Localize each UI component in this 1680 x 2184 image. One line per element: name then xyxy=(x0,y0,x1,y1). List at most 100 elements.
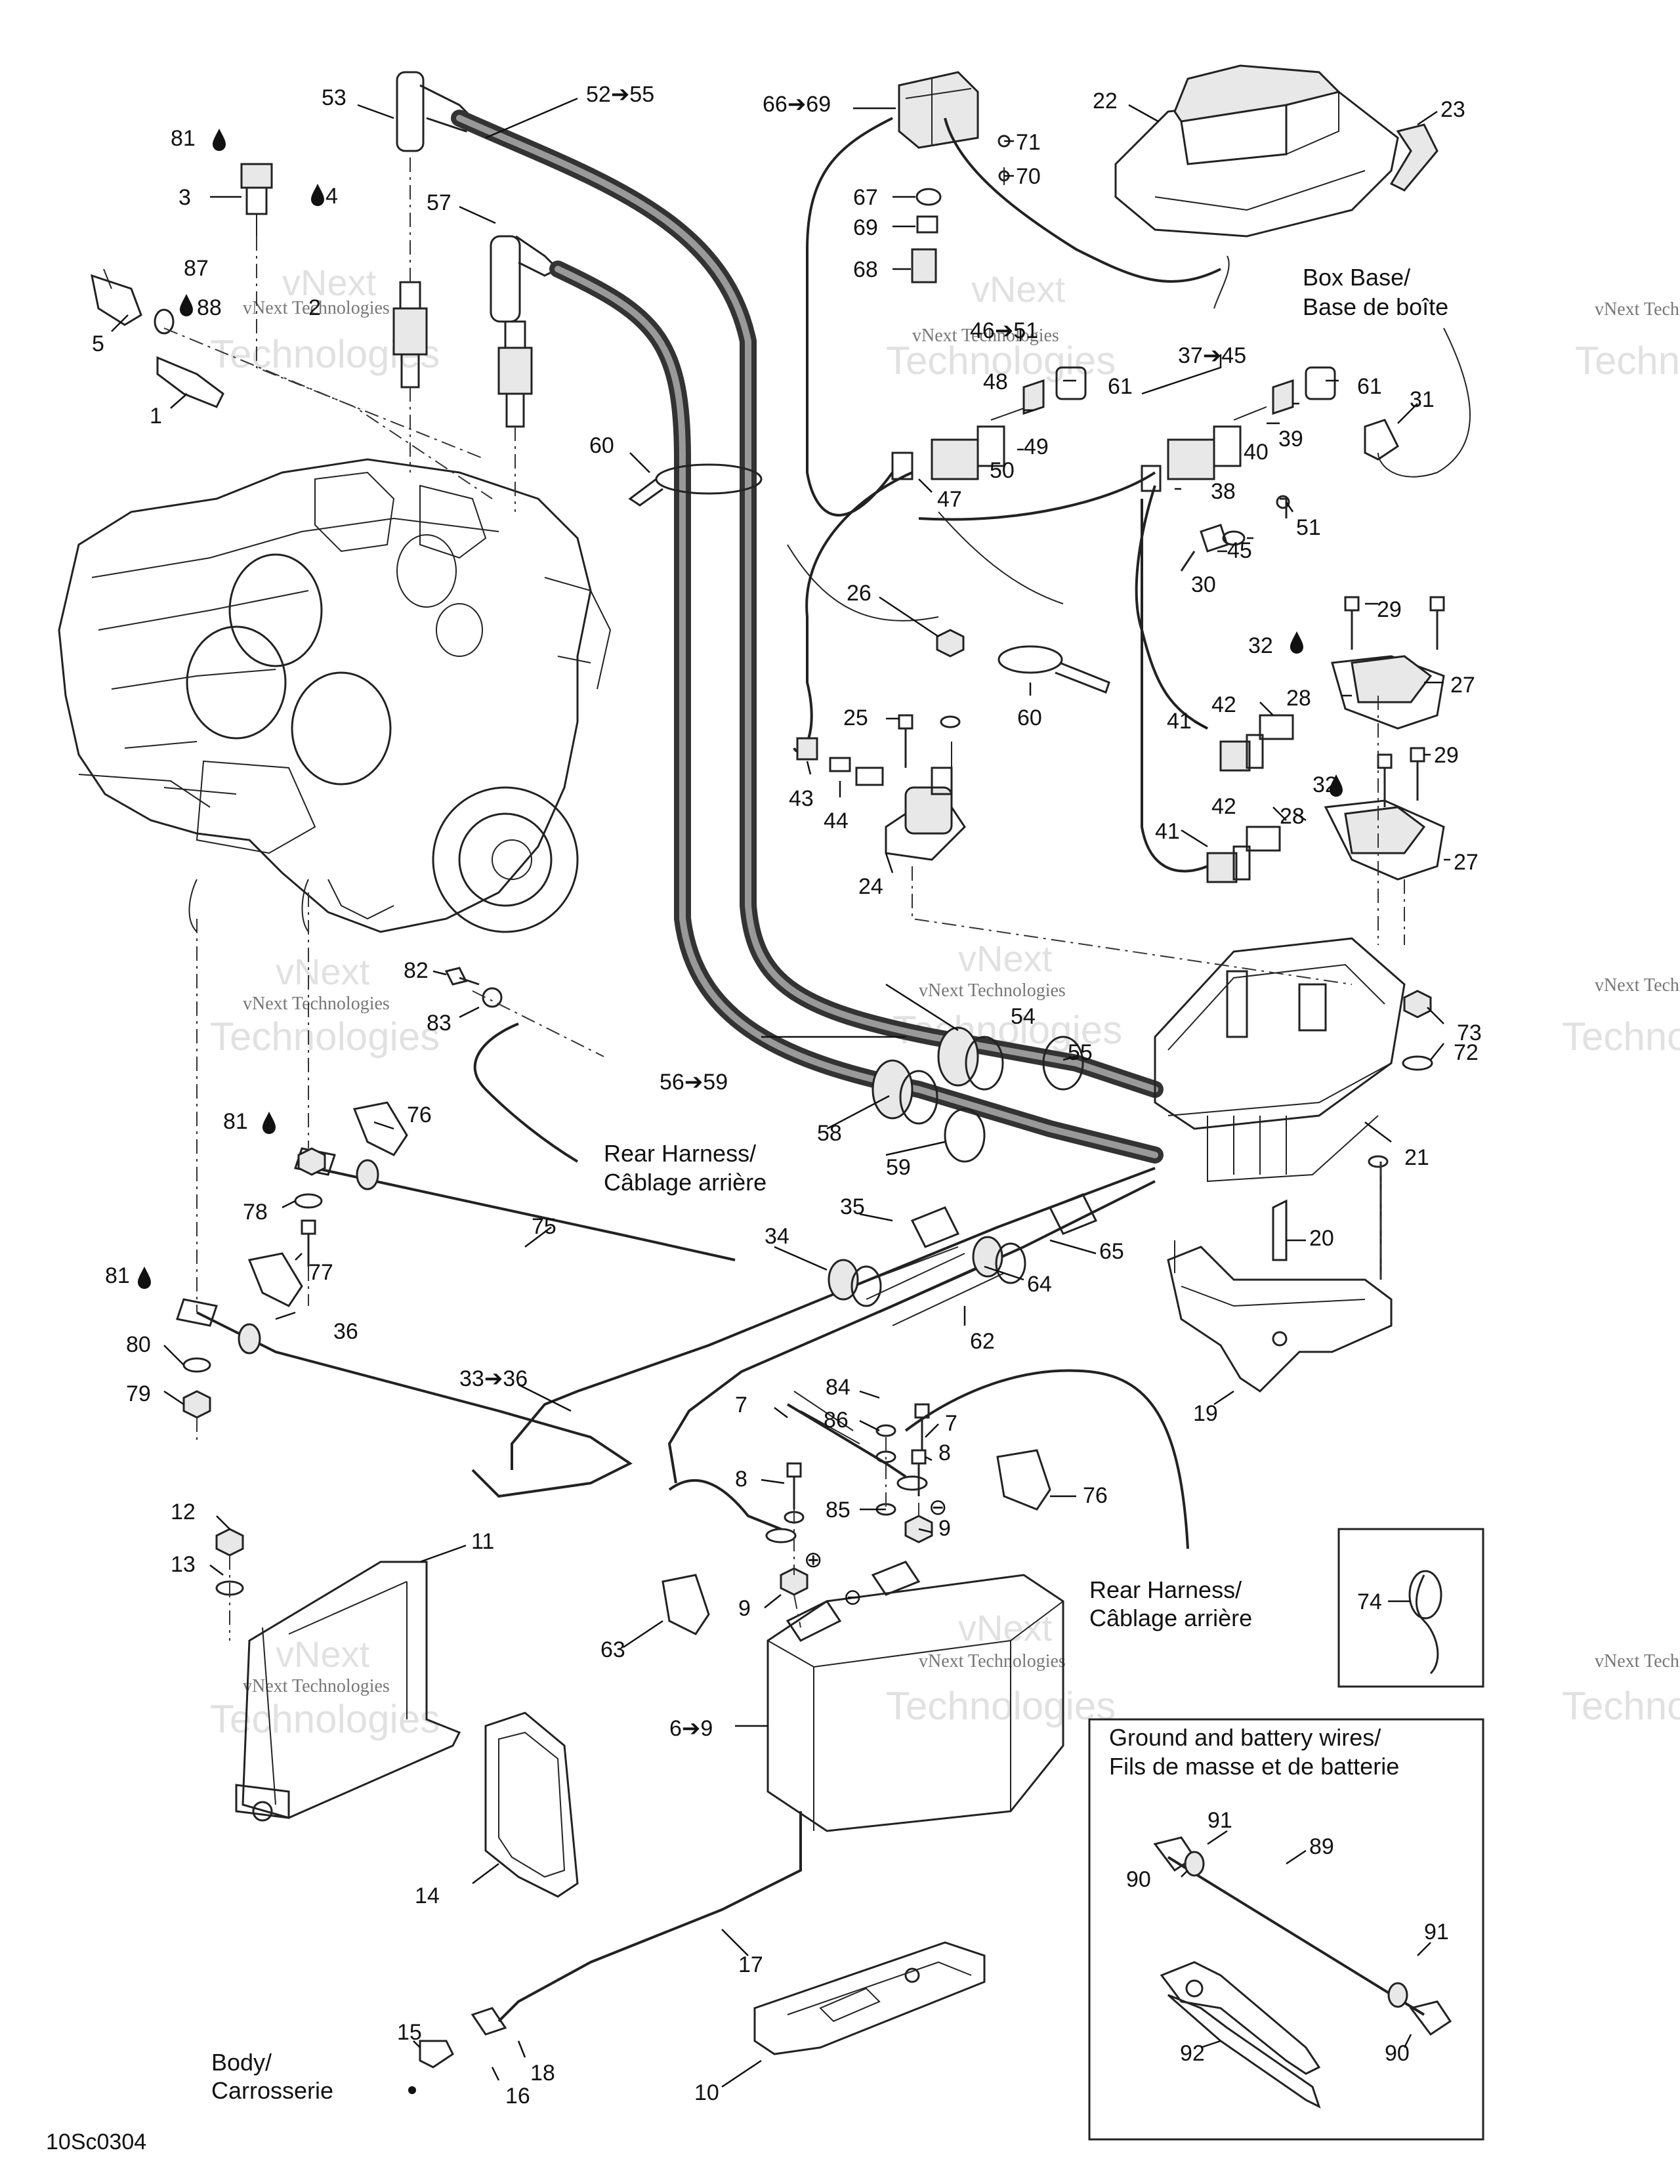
callout-33-36: 33➔36 xyxy=(459,1366,528,1391)
solenoid-24 xyxy=(885,742,966,861)
sensor-3 xyxy=(240,163,273,236)
box-cover-22 xyxy=(1114,64,1399,238)
note-body-line2: Carrosserie xyxy=(211,2077,333,2104)
callout-30: 30 xyxy=(1191,572,1216,597)
callout-19: 19 xyxy=(1193,1401,1218,1426)
oil-drop-icons xyxy=(138,129,1343,1289)
watermark: vNext Technologies xyxy=(243,298,390,318)
note-ground-battery-line2: Fils de masse et de batterie xyxy=(1109,1753,1399,1780)
callout-36: 36 xyxy=(333,1319,358,1344)
watermark: Technologies xyxy=(886,1684,1116,1728)
fasteners xyxy=(898,495,1445,1280)
connector-47 xyxy=(891,403,1038,480)
callout-79: 79 xyxy=(126,1381,151,1406)
callout-60b: 60 xyxy=(1017,705,1042,730)
callout-48: 48 xyxy=(983,369,1008,394)
connectors-43-44 xyxy=(796,737,884,786)
watermark: vNext Technologies xyxy=(243,994,390,1014)
callout-84: 84 xyxy=(826,1375,850,1400)
watermark: vNext Technologies xyxy=(243,1676,390,1696)
spark-plug-2b xyxy=(497,320,533,428)
tie-wrap-60 xyxy=(628,463,763,507)
callout-73: 73 xyxy=(1457,1020,1482,1045)
callout-76b: 76 xyxy=(1083,1483,1108,1508)
callout-50: 50 xyxy=(990,458,1015,483)
callout-41b: 41 xyxy=(1155,819,1180,844)
callout-34: 34 xyxy=(765,1224,789,1249)
oil-drop-icon xyxy=(213,129,226,151)
callout-41: 41 xyxy=(1167,709,1192,734)
callouts: 53 52➔55 66➔69 22 23 81 71 3 4 70 57 67 … xyxy=(92,82,1482,2109)
callout-53: 53 xyxy=(322,85,346,110)
wiring xyxy=(787,117,1221,873)
callout-83: 83 xyxy=(427,1011,452,1036)
callout-63: 63 xyxy=(600,1637,625,1662)
washers-nuts xyxy=(182,967,579,1419)
callout-75: 75 xyxy=(532,1214,556,1239)
callout-81b: 81 xyxy=(223,1109,248,1134)
watermark: vNext Technologies xyxy=(912,326,1059,346)
callout-51: 51 xyxy=(1296,515,1321,540)
oil-drop-icon xyxy=(138,1267,151,1289)
callout-58: 58 xyxy=(817,1121,842,1146)
tie-wrap-60b xyxy=(998,645,1110,694)
callout-90b: 90 xyxy=(1385,2041,1410,2066)
callout-1: 1 xyxy=(150,404,162,429)
watermark: Technologies xyxy=(1562,1015,1680,1059)
callout-29: 29 xyxy=(1377,597,1402,622)
callout-25: 25 xyxy=(843,705,868,730)
callout-81: 81 xyxy=(171,126,196,151)
callout-44: 44 xyxy=(824,808,849,833)
body-point-icon xyxy=(408,2086,416,2094)
callout-9: 9 xyxy=(938,1516,951,1541)
callout-64: 64 xyxy=(1027,1272,1052,1297)
callout-2: 2 xyxy=(308,295,321,320)
callout-39: 39 xyxy=(1278,427,1303,452)
callout-29b: 29 xyxy=(1434,743,1459,768)
callout-42b: 42 xyxy=(1211,794,1236,819)
callout-20: 20 xyxy=(1309,1226,1334,1251)
callout-32: 32 xyxy=(1248,633,1273,658)
rear-harness-wire xyxy=(904,1369,1189,1549)
callout-9b: 9 xyxy=(738,1596,751,1621)
engine-illustration xyxy=(58,458,612,933)
battery-cables xyxy=(511,1167,1156,1484)
watermark: vNext xyxy=(276,1633,370,1675)
callout-40: 40 xyxy=(1244,440,1269,465)
callout-55: 55 xyxy=(1068,1040,1093,1065)
seals-39-49-61 xyxy=(1022,366,1399,461)
callout-68: 68 xyxy=(853,257,878,282)
callout-89: 89 xyxy=(1309,1834,1334,1859)
watermark: vNext Technologies xyxy=(919,980,1066,1001)
callout-12: 12 xyxy=(171,1500,196,1524)
callout-91b: 91 xyxy=(1424,1920,1449,1944)
callout-22: 22 xyxy=(1093,89,1118,114)
watermark: vNext xyxy=(971,268,1066,310)
bracket-19 xyxy=(1167,1240,1393,1393)
leader-lines xyxy=(163,158,1471,1641)
callout-6-9: 6➔9 xyxy=(669,1716,713,1741)
clip-1 xyxy=(156,356,224,408)
watermark: Technologies xyxy=(1575,339,1680,383)
note-rear-harness-2-line1: Rear Harness/ xyxy=(1089,1576,1242,1603)
callout-10: 10 xyxy=(694,2080,719,2105)
callout-67: 67 xyxy=(853,185,878,210)
callout-66-69: 66➔69 xyxy=(763,92,831,117)
diagram-code: 10Sc0304 xyxy=(46,2130,146,2154)
pad-14 xyxy=(484,1712,579,1898)
callout-35: 35 xyxy=(840,1194,865,1219)
callout-4: 4 xyxy=(326,184,338,209)
callout-7a: 7 xyxy=(735,1393,747,1418)
watermark: Technologies xyxy=(886,339,1116,383)
callout-57: 57 xyxy=(427,190,452,215)
grommet-58 xyxy=(872,1059,938,1125)
box-base-21 xyxy=(1154,937,1406,1183)
callout-90: 90 xyxy=(1126,1867,1151,1892)
inset-74 xyxy=(1337,1528,1484,1688)
callout-71: 71 xyxy=(1016,130,1041,155)
callout-14: 14 xyxy=(415,1883,440,1908)
connector-38 xyxy=(1141,406,1267,492)
callout-45: 45 xyxy=(1227,538,1252,563)
boot-59 xyxy=(944,1108,986,1163)
